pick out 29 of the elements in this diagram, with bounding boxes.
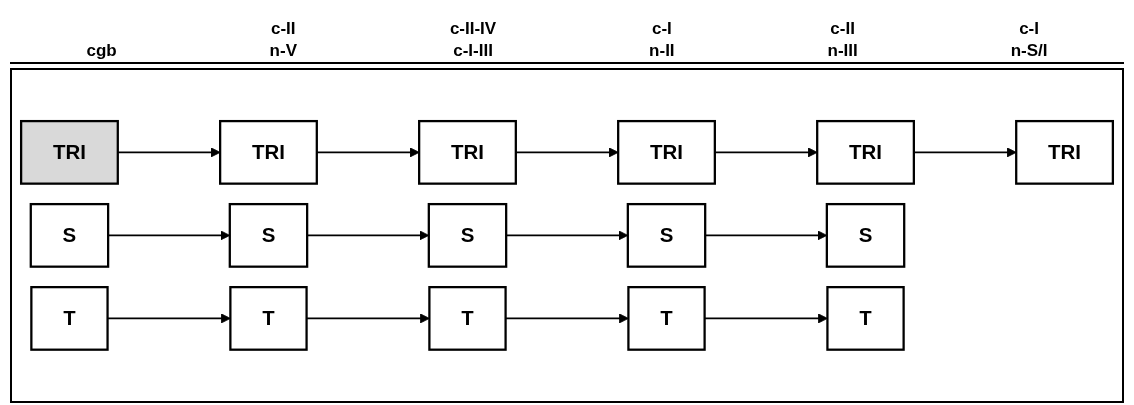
node-box: T bbox=[229, 286, 308, 351]
node-box: S bbox=[626, 203, 707, 268]
column-heading: n-II bbox=[649, 40, 675, 62]
node-box: T bbox=[826, 286, 905, 351]
node-box: S bbox=[29, 203, 110, 268]
arrow bbox=[913, 147, 1017, 158]
node-box: S bbox=[825, 203, 906, 268]
column-heading: c-II bbox=[829, 18, 856, 40]
arrow bbox=[714, 147, 818, 158]
column-heading: c-I bbox=[650, 18, 673, 40]
node-box: TRI bbox=[418, 120, 517, 185]
column-heading: c-II bbox=[270, 18, 297, 40]
node-box: S bbox=[228, 203, 309, 268]
node-box: TRI bbox=[816, 120, 915, 185]
node-box: TRI bbox=[20, 120, 119, 185]
column-heading: c-I-III bbox=[452, 40, 494, 62]
node-box: T bbox=[30, 286, 109, 351]
column-heading: c-II-IV bbox=[449, 18, 497, 40]
node-box: T bbox=[428, 286, 507, 351]
node-box: T bbox=[627, 286, 706, 351]
node-box: TRI bbox=[617, 120, 716, 185]
node-box: TRI bbox=[219, 120, 318, 185]
node-box: TRI bbox=[1015, 120, 1114, 185]
node-box: S bbox=[427, 203, 508, 268]
column-heading: n-V bbox=[269, 40, 297, 62]
column-heading: n-III bbox=[827, 40, 858, 62]
column-heading: n-S/I bbox=[1010, 40, 1048, 62]
column-heading: c-I bbox=[1018, 18, 1040, 40]
column-heading: cgb bbox=[86, 40, 117, 62]
